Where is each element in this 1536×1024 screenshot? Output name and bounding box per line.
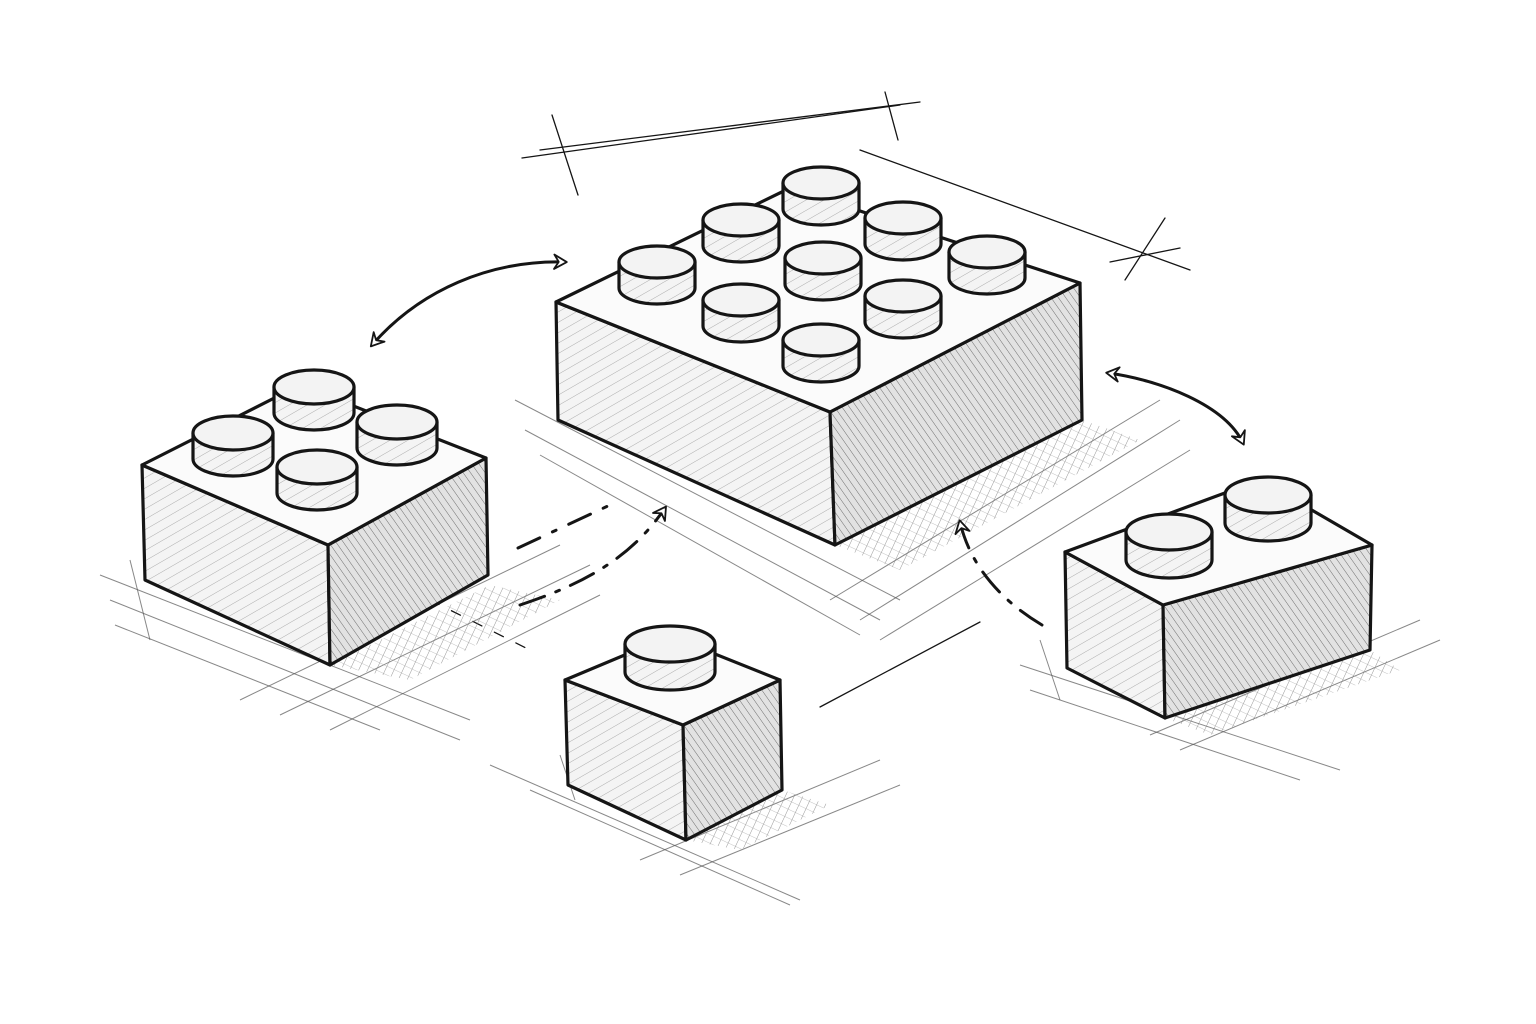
stud-icon <box>355 403 439 467</box>
stud-icon <box>781 165 861 227</box>
ground-grid-bottom <box>489 754 901 906</box>
brick-2x2-shadow <box>330 585 560 680</box>
brick-3x3[interactable] <box>554 165 1084 547</box>
arrow-icon <box>369 253 568 348</box>
stud-icon <box>783 240 863 302</box>
dashed-guide-line <box>516 503 612 550</box>
brick-2x2[interactable] <box>140 368 490 667</box>
brick-2x2-studs <box>191 368 439 512</box>
stud-icon <box>863 278 943 340</box>
arrow-icon <box>518 505 667 607</box>
stud-icon <box>1124 512 1214 580</box>
stud-icon <box>275 448 359 512</box>
stud-icon <box>191 414 275 478</box>
brick-1x2-shadow <box>1165 650 1400 735</box>
stud-icon <box>947 234 1027 296</box>
brick-1x2-studs <box>1124 475 1313 580</box>
stud-icon <box>701 282 781 344</box>
arrow-icon <box>954 519 1044 627</box>
stud-icon <box>781 322 861 384</box>
construction-lines <box>429 91 1191 708</box>
stud-icon <box>272 368 356 432</box>
stud-icon <box>617 244 697 306</box>
brick-3x3-studs <box>617 165 1027 384</box>
arrow-icon <box>1105 366 1246 446</box>
stud-icon <box>623 624 717 692</box>
brick-1x2[interactable] <box>1063 475 1374 720</box>
stud-icon <box>1223 475 1313 543</box>
brick-3x3-shadow <box>835 420 1140 570</box>
stud-icon <box>701 202 781 264</box>
connection-arrows <box>369 253 1246 627</box>
brick-1x1-shadow <box>686 790 830 850</box>
brick-1x1[interactable] <box>563 624 784 842</box>
stud-icon <box>863 200 943 262</box>
